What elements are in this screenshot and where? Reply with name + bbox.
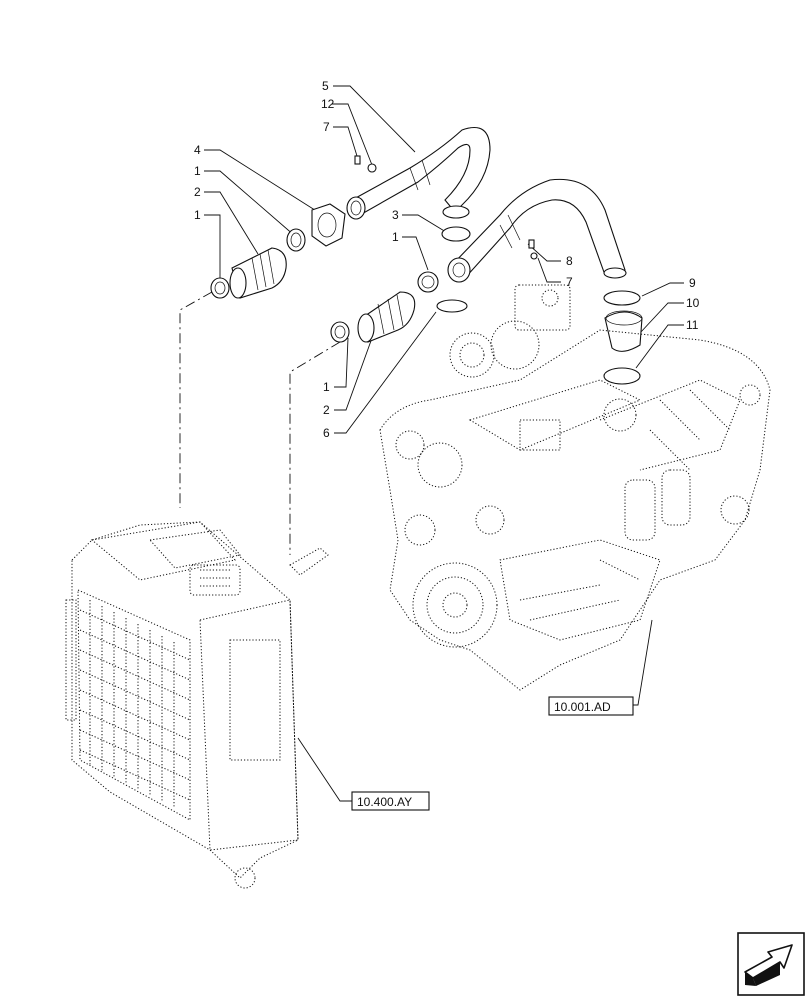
callout-12: 12 xyxy=(321,97,335,111)
upper-pipe-5 xyxy=(346,126,491,220)
leader-lines xyxy=(204,85,684,802)
callout-8: 8 xyxy=(566,254,573,268)
clamp-1-d xyxy=(330,321,350,343)
sleeve-2-a xyxy=(229,247,287,299)
engine-reference-label: 10.001.AD xyxy=(554,700,611,714)
bolt-7-top xyxy=(354,155,377,173)
callout-6: 6 xyxy=(323,426,330,440)
coupling-nut-4 xyxy=(311,203,346,247)
callout-7: 7 xyxy=(566,275,573,289)
clamp-1-b xyxy=(210,277,230,299)
engine-assembly xyxy=(379,284,771,691)
callout-3: 3 xyxy=(392,208,399,222)
o-ring-3 xyxy=(441,226,471,242)
callout-1: 1 xyxy=(194,164,201,178)
clamp-1-c xyxy=(417,271,439,293)
upper-pipe-8 xyxy=(447,178,627,283)
callout-1: 1 xyxy=(392,230,399,244)
elbow-10 xyxy=(604,310,643,352)
clamp-6 xyxy=(436,299,468,313)
radiator-reference[interactable]: 10.400.AY xyxy=(351,791,430,811)
callout-2: 2 xyxy=(194,185,201,199)
callout-10: 10 xyxy=(686,296,700,310)
callout-4: 4 xyxy=(194,143,201,157)
clamp-1-a xyxy=(286,228,306,252)
callout-labels: 5 12 7 4 1 2 1 3 1 8 7 9 10 11 1 2 6 xyxy=(194,79,700,440)
callout-5: 5 xyxy=(322,79,329,93)
callout-1: 1 xyxy=(323,380,330,394)
radiator-assembly xyxy=(65,521,329,889)
radiator-reference-label: 10.400.AY xyxy=(357,795,412,809)
bolt-7-right xyxy=(528,239,538,260)
callout-7: 7 xyxy=(323,120,330,134)
callout-11: 11 xyxy=(686,318,699,332)
clamp-9 xyxy=(603,290,641,306)
next-page-arrow-icon[interactable] xyxy=(737,932,805,996)
sleeve-2-b xyxy=(357,291,416,343)
clamp-11 xyxy=(603,367,641,385)
callout-9: 9 xyxy=(689,276,696,290)
route-lines xyxy=(179,291,341,555)
engine-reference[interactable]: 10.001.AD xyxy=(548,696,634,716)
callout-1: 1 xyxy=(194,208,201,222)
callout-2: 2 xyxy=(323,403,330,417)
